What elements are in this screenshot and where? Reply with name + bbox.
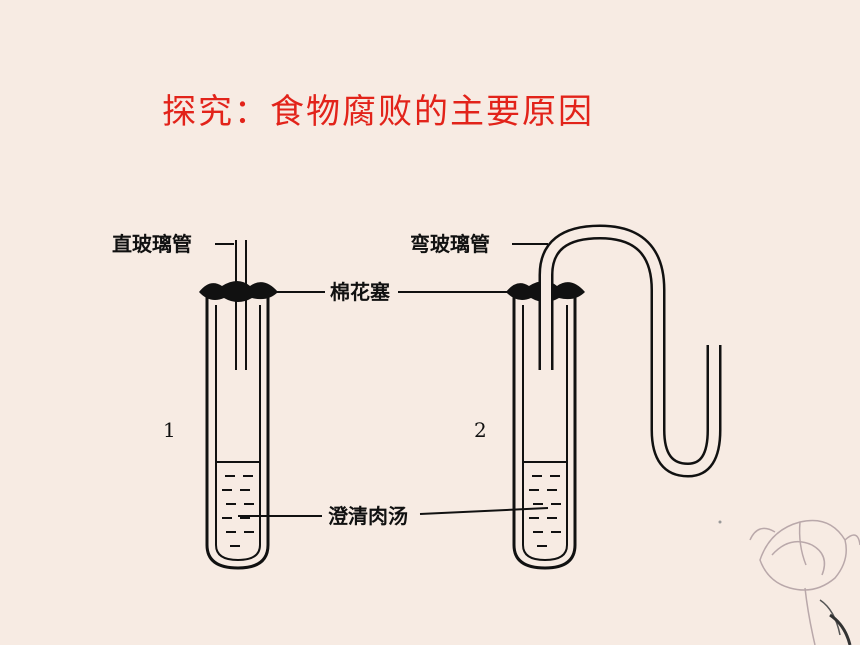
broth-2 bbox=[529, 475, 561, 547]
lotus-flower-icon bbox=[718, 519, 860, 645]
straight-glass-tube bbox=[235, 240, 247, 370]
label-bent-tube: 弯玻璃管 bbox=[410, 232, 548, 256]
cotton-plug-1 bbox=[199, 281, 278, 302]
flask-number-1: 1 bbox=[163, 418, 176, 442]
label-cotton-plug: 棉花塞 bbox=[262, 280, 538, 304]
broth-1 bbox=[222, 475, 254, 547]
label-bent-tube-text: 弯玻璃管 bbox=[410, 232, 490, 256]
test-tube-1 bbox=[199, 240, 278, 570]
label-broth: 澄清肉汤 bbox=[238, 504, 549, 528]
slide-title: 探究：食物腐败的主要原因 bbox=[162, 92, 594, 132]
flask-number-2: 2 bbox=[474, 418, 487, 442]
test-tube-2 bbox=[506, 224, 722, 570]
label-straight-tube: 直玻璃管 bbox=[112, 232, 234, 256]
bent-glass-tube bbox=[538, 224, 722, 478]
label-straight-tube-text: 直玻璃管 bbox=[112, 232, 192, 256]
label-cotton-plug-text: 棉花塞 bbox=[330, 280, 391, 304]
label-broth-text: 澄清肉汤 bbox=[328, 504, 408, 528]
